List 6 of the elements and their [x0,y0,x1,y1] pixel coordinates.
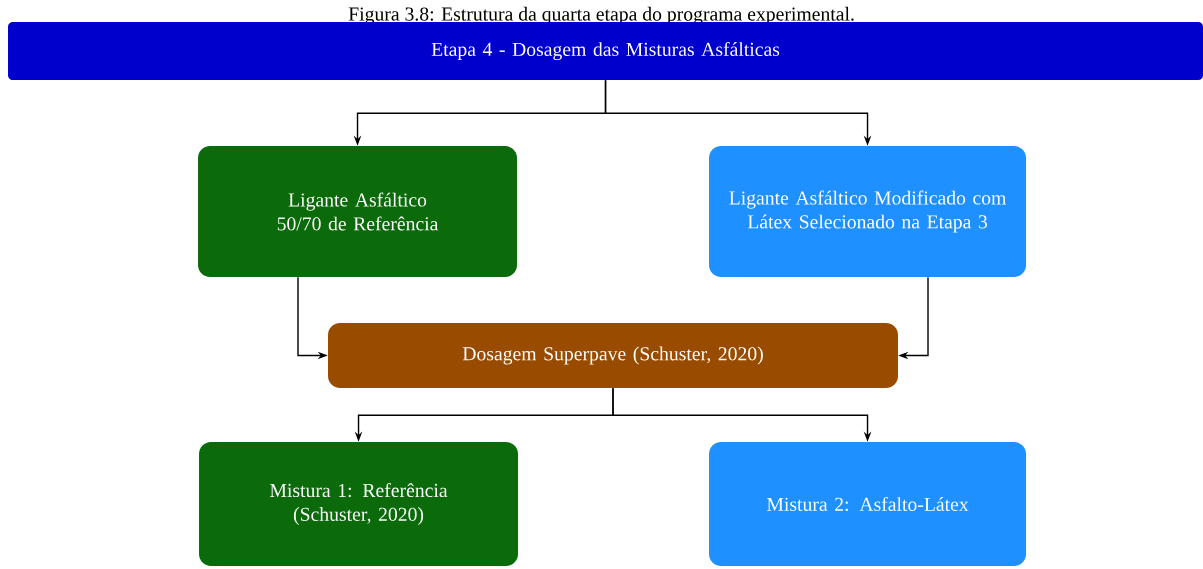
process-box: Mistura 2: Asfalto-Látex [709,442,1027,566]
process-box: Ligante Asfáltico Modificado com Látex Selecionado na Etapa 3 [709,146,1027,277]
process-box: Mistura 1: Referência (Schuster, 2020) [199,442,519,566]
process-box: Ligante Asfáltico 50/70 de Referência [198,146,518,277]
process-box: Dosagem Superpave (Schuster, 2020) [328,323,898,389]
heading-bar: Etapa 4 - Dosagem das Misturas Asfálticas [8,22,1203,80]
